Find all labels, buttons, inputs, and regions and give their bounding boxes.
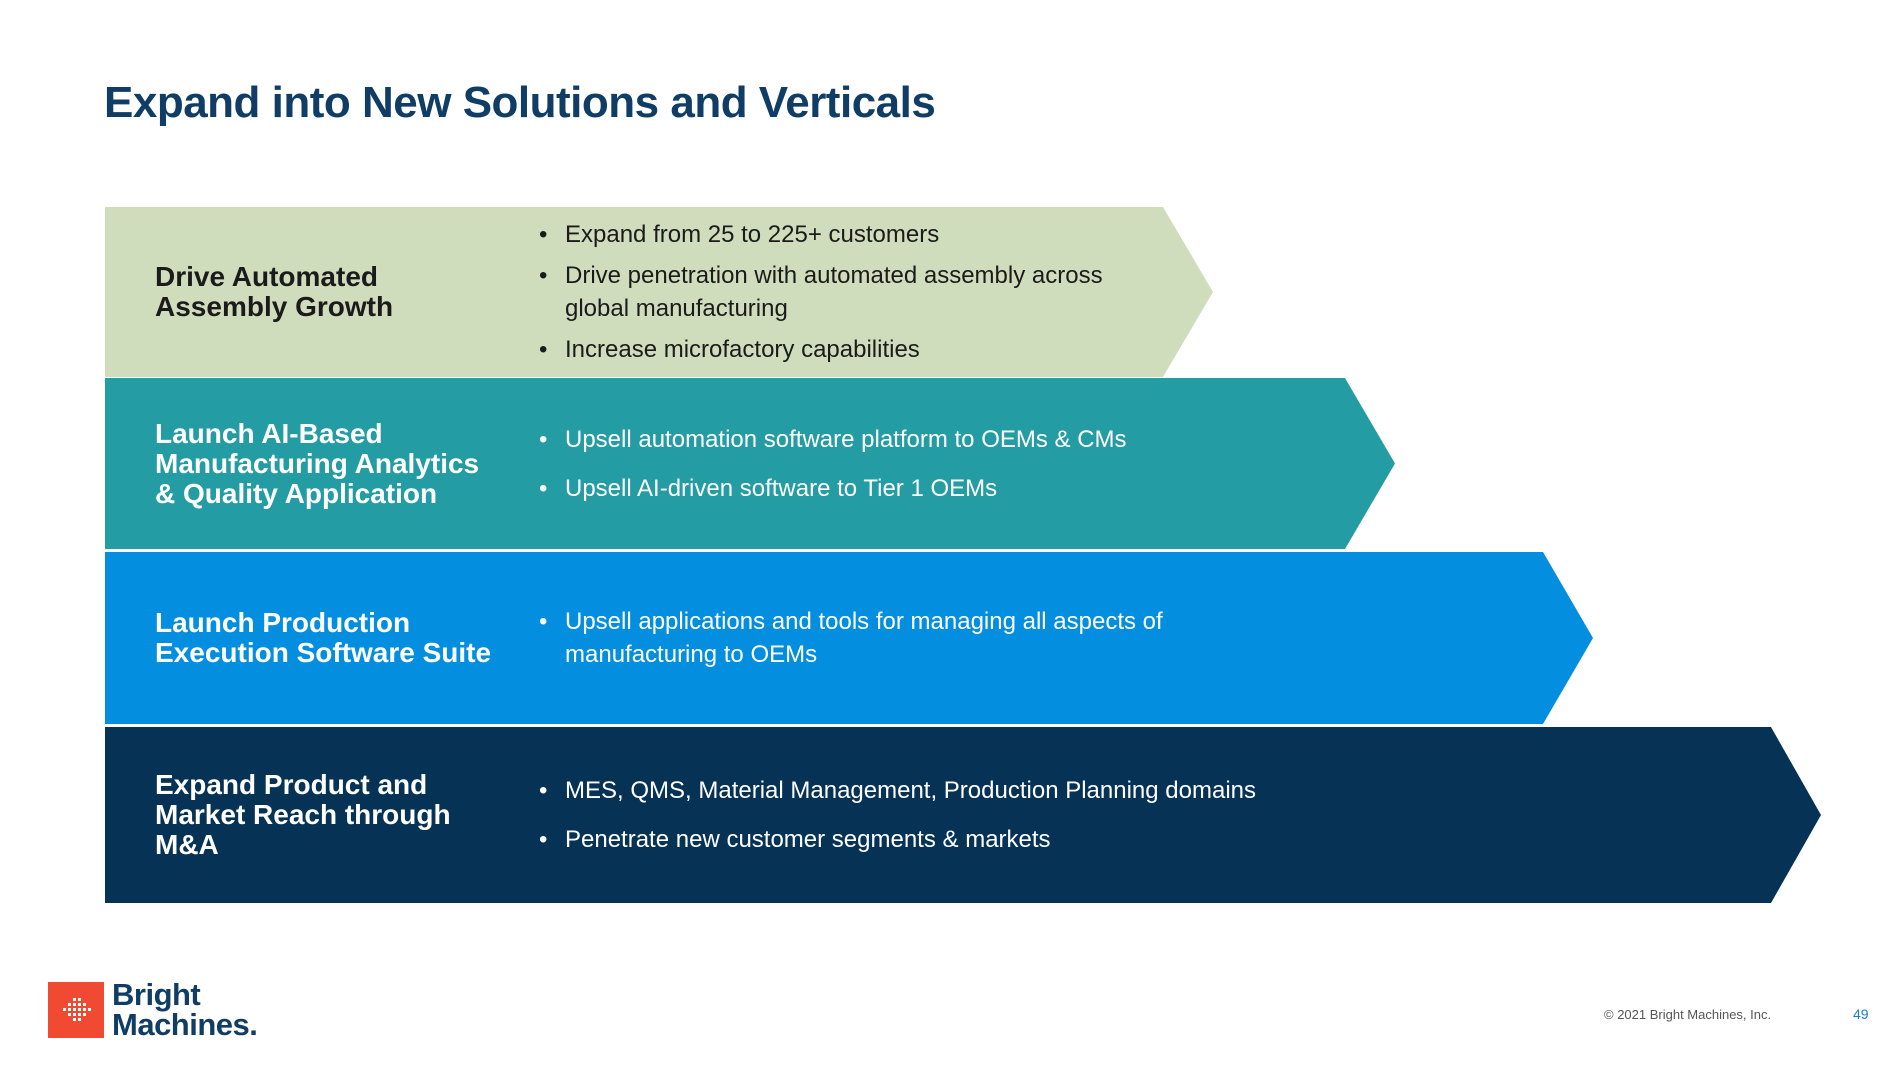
logo-wordmark: Bright Machines. [112,977,258,1042]
page-title: Expand into New Solutions and Verticals [104,78,936,127]
band-heading-2: Launch AI-Based Manufacturing Analytics … [155,378,545,549]
bullet-text: Upsell applications and tools for managi… [565,608,1163,635]
bullet-item: • MES, QMS, Material Management, Product… [535,774,1256,807]
bullet-item: • Upsell automation software platform to… [535,423,1127,456]
bullet-dot-icon: • [539,425,548,453]
bullet-list-3: • Upsell applications and tools for mana… [535,552,1163,724]
chevron-band-3: Launch Production Execution Software Sui… [105,552,1593,724]
bullet-text: Upsell automation software platform to O… [565,425,1127,453]
band-heading-1: Drive Automated Assembly Growth [155,207,545,377]
bullet-list-1: • Expand from 25 to 225+ customers • Dri… [535,207,1103,377]
bullet-dot-icon: • [539,474,548,502]
heading-line: Launch AI-Based [155,417,383,449]
heading-line: Drive Automated [155,261,379,292]
heading-line: & Quality Application [155,477,438,509]
bullet-text: Upsell AI-driven software to Tier 1 OEMs [565,474,998,502]
dotted-grid-icon [48,982,104,1038]
chevron-band-1: Drive Automated Assembly Growth • Expand… [105,207,1213,377]
bullet-item: • Drive penetration with automated assem… [535,259,1103,325]
bullet-text: manufacturing to OEMs [565,641,818,668]
band-heading-4: Expand Product and Market Reach through … [155,727,545,903]
bullet-list-4: • MES, QMS, Material Management, Product… [535,727,1256,903]
bullet-text: Expand from 25 to 225+ customers [565,221,940,248]
bullet-dot-icon: • [539,608,548,635]
bullet-text: Drive penetration with automated assembl… [565,262,1103,289]
bullet-text: Increase microfactory capabilities [565,336,920,363]
bright-machines-logo: Bright Machines. [48,977,258,1042]
heading-line: Assembly Growth [155,291,394,322]
bullet-text: global manufacturing [565,295,788,322]
bullet-dot-icon: • [539,262,548,289]
bullet-dot-icon: • [539,336,548,363]
bullet-dot-icon: • [539,777,548,804]
logo-line-2: Machines. [112,1007,258,1042]
bullet-list-2: • Upsell automation software platform to… [535,378,1127,549]
heading-line: Market Reach through [155,799,451,830]
chevron-shape-2 [105,378,1395,549]
chevron-shape-3 [105,552,1593,724]
bullet-dot-icon: • [539,221,548,248]
bullet-item: • Upsell AI-driven software to Tier 1 OE… [535,472,1127,505]
heading-line: Execution Software Suite [155,637,492,668]
bullet-item: • Upsell applications and tools for mana… [535,605,1163,671]
heading-line: Manufacturing Analytics [155,447,480,479]
bullet-text: Penetrate new customer segments & market… [565,826,1051,853]
heading-line: M&A [155,829,219,860]
heading-line: Launch Production [155,607,411,638]
chevron-shape-4 [105,727,1821,903]
bullet-item: • Increase microfactory capabilities [535,333,1103,366]
bullet-dot-icon: • [539,826,548,853]
logo-line-1: Bright [112,977,201,1012]
band-heading-3: Launch Production Execution Software Sui… [155,552,545,724]
page-number: 49 [1853,1006,1869,1022]
bullet-item: • Penetrate new customer segments & mark… [535,823,1256,856]
bullet-item: • Expand from 25 to 225+ customers [535,218,1103,251]
chevron-band-4: Expand Product and Market Reach through … [105,727,1821,903]
bullet-text: MES, QMS, Material Management, Productio… [565,777,1256,804]
heading-line: Expand Product and [155,769,428,800]
copyright-notice: © 2021 Bright Machines, Inc. [1604,1007,1772,1022]
chevron-shape-1 [105,207,1213,377]
chevron-band-2: Launch AI-Based Manufacturing Analytics … [105,378,1395,549]
